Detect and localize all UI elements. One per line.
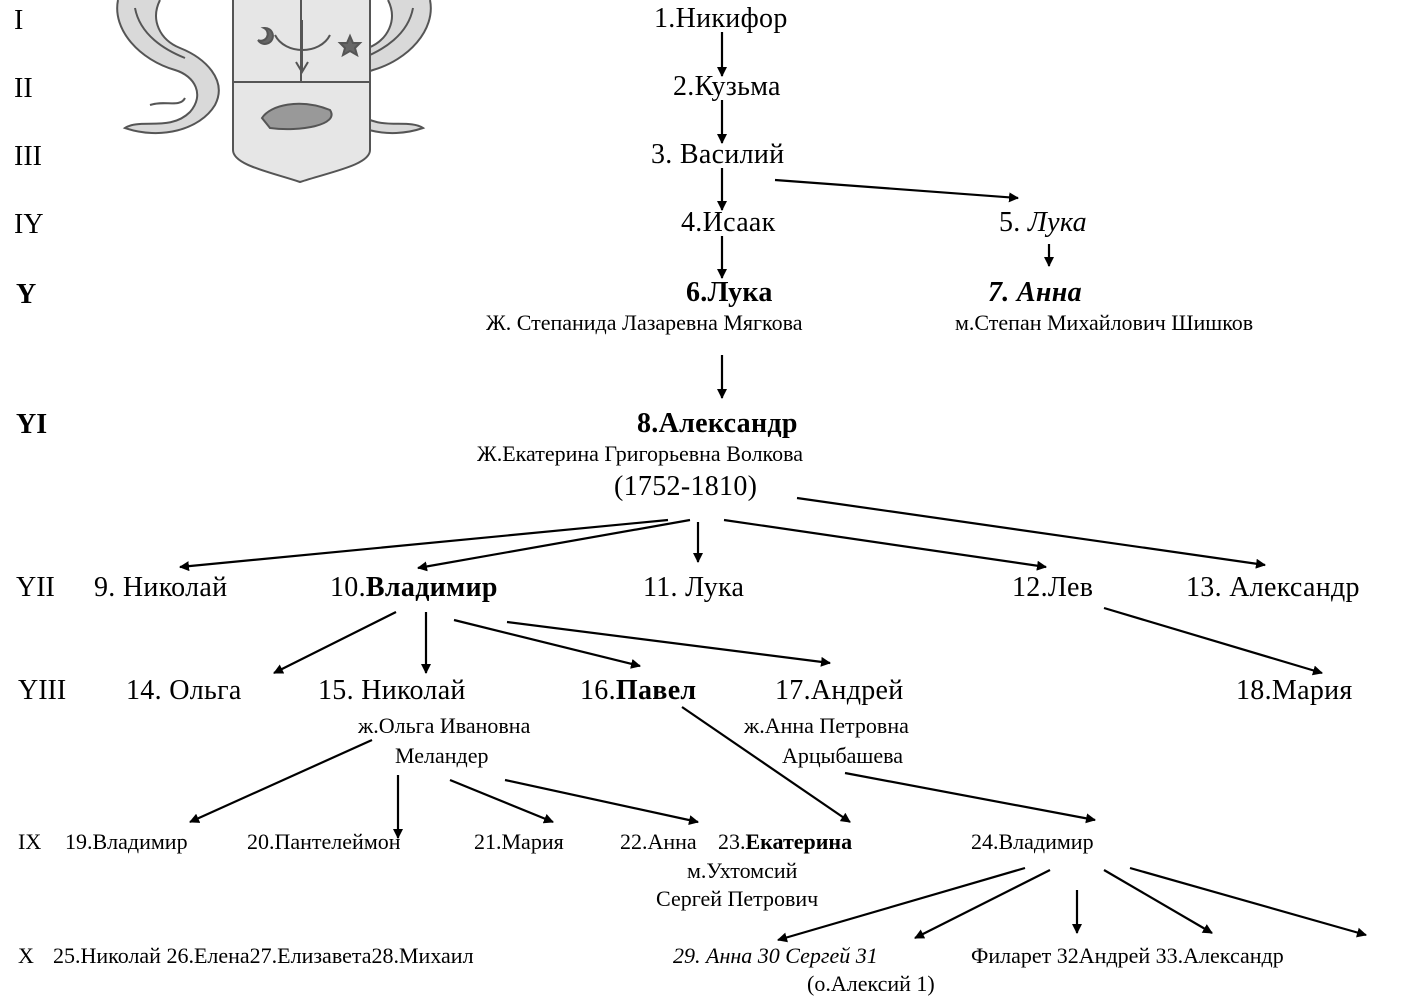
lineage-arrow (723, 518, 1047, 571)
generation-label: YIII (18, 675, 67, 706)
lineage-arrow (681, 706, 851, 823)
lineage-arrow (777, 866, 1026, 943)
generation-label: II (14, 73, 33, 104)
generation-label: YII (16, 572, 55, 603)
lineage-arrow (506, 620, 831, 667)
person-12: 12.Лев (1012, 572, 1094, 603)
lineage-arrow (453, 618, 641, 669)
person-8: 8.Александр (637, 408, 798, 439)
person-10: 10.Владимир (330, 574, 498, 602)
person-18: 18.Мария (1236, 675, 1353, 706)
person-1: 1.Никифор (654, 3, 788, 34)
person-24: 24.Владимир (971, 829, 1094, 854)
lineage-arrow (449, 778, 554, 824)
person-4: 4.Исаак (681, 207, 776, 238)
lineage-arrow (189, 738, 373, 824)
person-13: 13. Александр (1186, 572, 1360, 603)
person-name: Владимир (365, 572, 498, 603)
coat-of-arms-image (116, 0, 432, 184)
person-21: 21.Мария (474, 829, 564, 854)
persons-25-28: 25.Николай 26.Елена27.Елизавета28.Михаил (53, 943, 474, 968)
person-15-spouse: ж.Ольга Ивановна (358, 713, 531, 738)
person-8-spouse: Ж.Екатерина Григорьевна Волкова (477, 441, 803, 466)
lineage-arrow (1103, 606, 1323, 676)
person-3: 3. Василий (651, 139, 785, 170)
person-20: 20.Пантелеймон (247, 829, 401, 854)
generation-label: Y (16, 279, 37, 310)
person-15: 15. Николай (318, 675, 466, 706)
lineage-arrow (504, 778, 699, 825)
person-number: 16. (580, 675, 616, 706)
generation-label: YI (16, 409, 48, 440)
person-6-spouse: Ж. Степанида Лазаревна Мягкова (486, 310, 803, 335)
generation-label: X (18, 943, 34, 968)
person-5: 5. Лука (999, 209, 1087, 237)
lineage-arrow (844, 771, 1096, 824)
person-number: 10. (330, 572, 366, 603)
person-9: 9. Николай (94, 572, 228, 603)
generation-label: III (14, 141, 42, 172)
persons-29-31: 29. Анна 30 Сергей 31 (673, 943, 878, 968)
person-31-note: (о.Алексий 1) (807, 971, 935, 996)
person-2: 2.Кузьма (673, 71, 781, 102)
person-23-spouse: м.Ухтомсий (687, 858, 798, 883)
person-17-spouse: ж.Анна Петровна (744, 713, 909, 738)
lineage-arrow (796, 496, 1266, 569)
person-16: 16.Павел (580, 677, 696, 705)
persons-31-33: Филарет 32Андрей 33.Александр (971, 943, 1284, 968)
lineage-arrow (1129, 866, 1367, 938)
lineage-arrow (179, 518, 669, 572)
person-15-spouse: Меландер (395, 743, 489, 768)
generation-label: IY (14, 209, 44, 240)
person-8-dates: (1752-1810) (614, 471, 758, 502)
person-7-spouse: м.Степан Михайлович Шишков (955, 310, 1254, 335)
person-name: Лука (1027, 207, 1087, 238)
person-11: 11. Лука (643, 572, 745, 603)
generation-label: I (14, 5, 24, 36)
person-7: 7. Анна (988, 277, 1082, 308)
lineage-arrow (1103, 869, 1213, 934)
person-23: 23.Екатерина (718, 831, 852, 853)
person-14: 14. Ольга (126, 675, 242, 706)
lineage-arrow (914, 869, 1051, 939)
lineage-arrow (774, 178, 1019, 203)
person-6: 6.Лука (686, 277, 773, 308)
person-number: 5. (999, 207, 1021, 238)
lineage-arrow (417, 518, 691, 572)
person-19: 19.Владимир (65, 829, 188, 854)
person-22: 22.Анна (620, 829, 697, 854)
person-17-spouse: Арцыбашева (782, 743, 903, 768)
person-17: 17.Андрей (775, 675, 904, 706)
generation-label: IX (18, 829, 42, 854)
person-name: Павел (615, 675, 697, 706)
person-23-spouse: Сергей Петрович (656, 886, 819, 911)
person-number: 23. (718, 829, 746, 854)
person-name: Екатерина (745, 829, 853, 854)
lineage-arrow (273, 611, 397, 674)
